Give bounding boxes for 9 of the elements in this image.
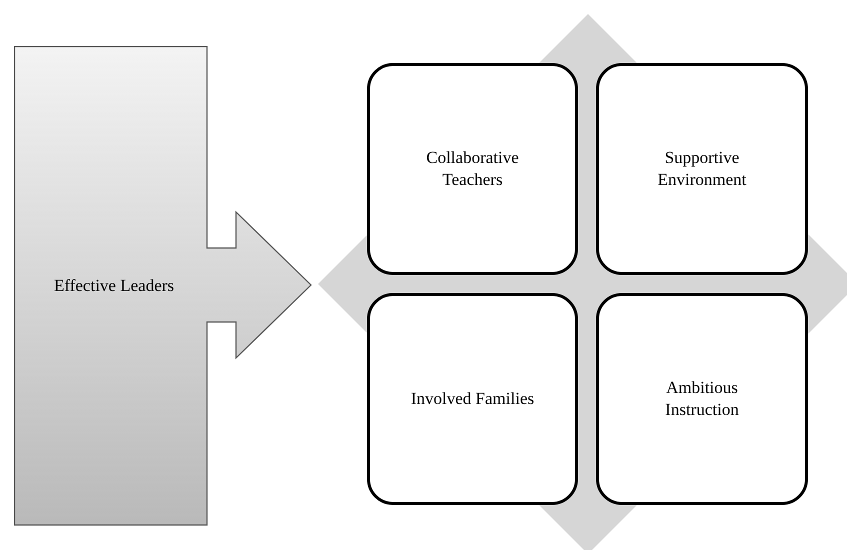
rounded-box — [367, 63, 578, 275]
box-label: Involved Families — [410, 388, 536, 410]
rounded-box — [596, 63, 808, 275]
box-label: Ambitious Instruction — [664, 377, 740, 421]
rounded-box — [596, 293, 808, 505]
box-label: Supportive Environment — [656, 147, 748, 191]
box-label: Collaborative Teachers — [425, 147, 520, 191]
arrow-label: Effective Leaders — [54, 275, 174, 298]
rounded-box — [367, 293, 578, 505]
